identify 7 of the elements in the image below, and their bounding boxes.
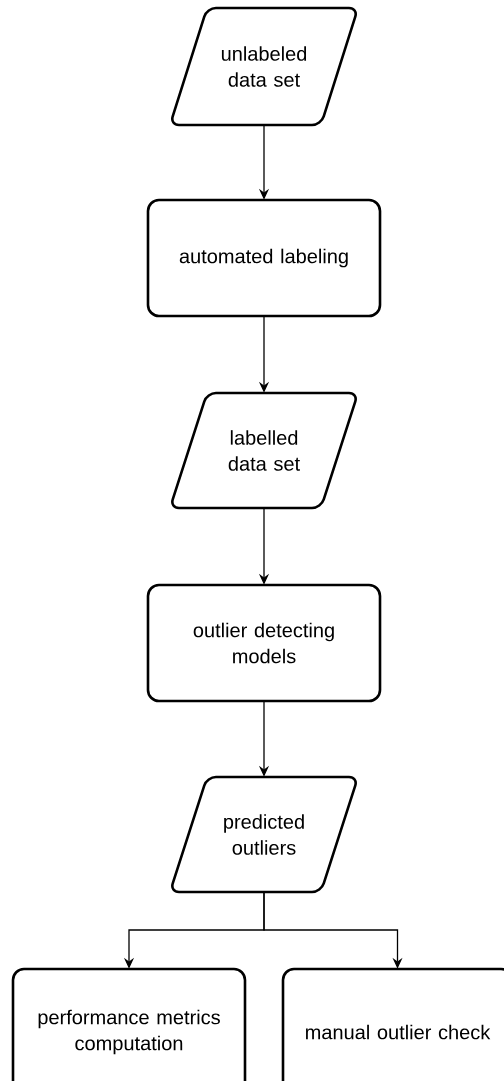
- process-box: manual outlier check: [281, 967, 504, 1081]
- data-parallelogram: unlabeled data set: [171, 6, 357, 127]
- data-parallelogram: labelled data set: [171, 391, 357, 510]
- process-box: automated labeling: [146, 198, 382, 318]
- process-box: performance metrics computation: [11, 967, 247, 1081]
- process-box: outlier detecting models: [146, 583, 382, 703]
- data-parallelogram: predicted outliers: [171, 775, 357, 894]
